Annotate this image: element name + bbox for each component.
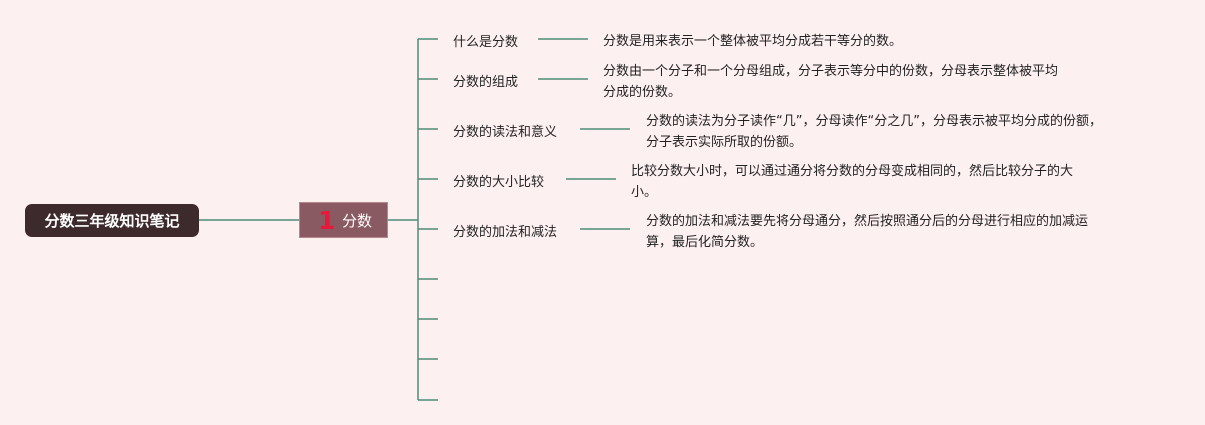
- topic-label: 分数的组成: [453, 75, 519, 90]
- topic-description: 分数的加法和减法要先将分母通分，然后按照通分后的分母进行相应的加减运 算，最后化…: [646, 211, 1088, 253]
- desc-line: 算，最后化简分数。: [646, 235, 764, 250]
- topic-node[interactable]: 什么是分数: [453, 31, 518, 50]
- branch-node[interactable]: 1 分数: [299, 202, 388, 238]
- branch-label: 分数: [342, 211, 373, 230]
- root-label: 分数三年级知识笔记: [44, 212, 180, 230]
- desc-line: 分子表示实际所取的份额。: [646, 135, 803, 150]
- topic-node[interactable]: 分数的大小比较: [453, 171, 544, 190]
- topic-label: 分数的大小比较: [453, 175, 545, 190]
- desc-line: 分成的份数。: [603, 85, 682, 100]
- desc-line: 分数由一个分子和一个分母组成，分子表示等分中的份数，分母表示整体被平均: [603, 64, 1059, 79]
- desc-line: 分数的读法为分子读作“几”，分母读作“分之几”，分母表示被平均分成的份额，: [646, 114, 1102, 129]
- desc-line: 分数是用来表示一个整体被平均分成若干等分的数。: [603, 34, 903, 49]
- topic-description: 分数由一个分子和一个分母组成，分子表示等分中的份数，分母表示整体被平均 分成的份…: [603, 61, 1058, 103]
- topic-description: 分数的读法为分子读作“几”，分母读作“分之几”，分母表示被平均分成的份额， 分子…: [646, 111, 1102, 153]
- desc-line: 小。: [631, 185, 658, 200]
- topic-label: 分数的加法和减法: [453, 225, 558, 240]
- topic-node[interactable]: 分数的读法和意义: [453, 121, 557, 140]
- desc-line: 比较分数大小时，可以通过通分将分数的分母变成相同的，然后比较分子的大: [631, 164, 1074, 179]
- topic-label: 分数的读法和意义: [453, 125, 558, 140]
- topic-node[interactable]: 分数的组成: [453, 71, 518, 90]
- desc-line: 分数的加法和减法要先将分母通分，然后按照通分后的分母进行相应的加减运: [646, 214, 1089, 229]
- topic-label: 什么是分数: [453, 35, 519, 50]
- root-node[interactable]: 分数三年级知识笔记: [25, 204, 199, 237]
- topic-description: 分数是用来表示一个整体被平均分成若干等分的数。: [603, 31, 902, 52]
- branch-number: 1: [318, 205, 336, 235]
- topic-node[interactable]: 分数的加法和减法: [453, 221, 557, 240]
- topic-description: 比较分数大小时，可以通过通分将分数的分母变成相同的，然后比较分子的大 小。: [631, 161, 1073, 203]
